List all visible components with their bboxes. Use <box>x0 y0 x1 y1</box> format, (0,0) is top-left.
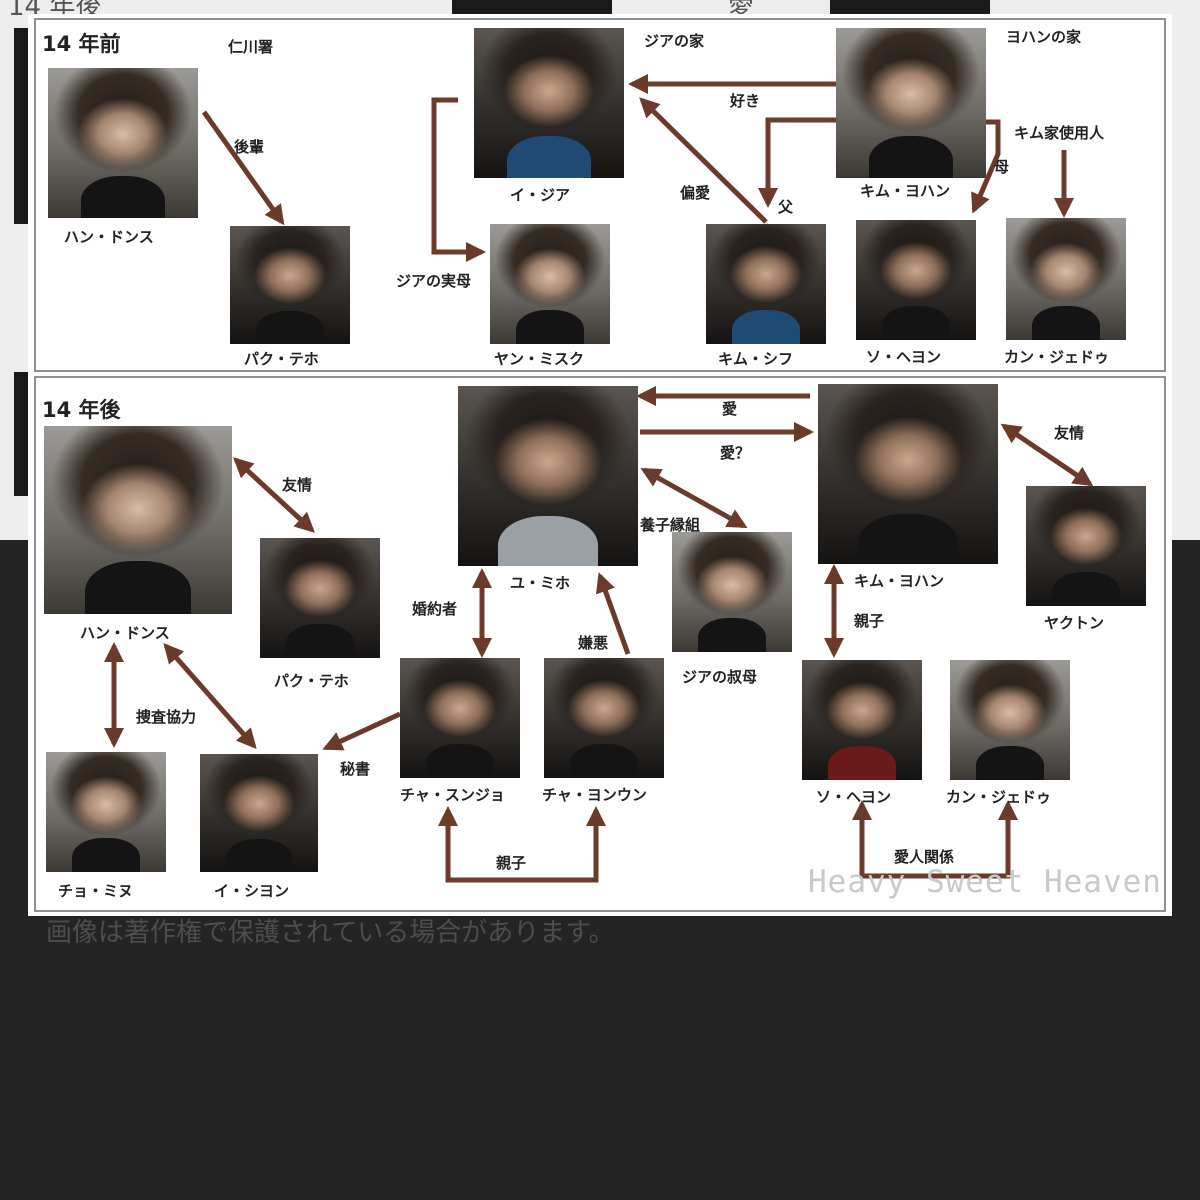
relationship-chart[interactable]: 14 年前 仁川署 ジアの家 ヨハンの家 ハン・ドンス パク・テホ イ・ジア ヤ… <box>28 14 1172 916</box>
name-han-donsu-after: ハン・ドンス <box>80 624 170 642</box>
background-thumbnail <box>830 0 990 14</box>
name-cha-yonun: チャ・ヨンウン <box>542 786 647 804</box>
heading-after: 14 年後 <box>42 398 121 422</box>
relation-mother: 母 <box>994 158 1010 176</box>
arrow-friendship-teho <box>233 457 315 533</box>
photo-so-hyeyon-after <box>802 660 922 780</box>
heading-before: 14 年前 <box>42 32 121 56</box>
arrow-biological-mother <box>431 97 486 262</box>
photo-han-donsu-after <box>44 426 232 614</box>
relation-investigation: 捜査協力 <box>136 708 197 726</box>
photo-kan-jedu-after <box>950 660 1070 780</box>
name-kim-yohan-adult: キム・ヨハン <box>854 572 945 590</box>
relation-dislike: 嫌悪 <box>578 634 609 652</box>
photo-yakuton <box>1026 486 1146 606</box>
name-yu-miho: ユ・ミホ <box>510 574 571 592</box>
group-jia-house: ジアの家 <box>644 32 705 50</box>
name-park-teho-after: パク・テホ <box>274 672 349 690</box>
photo-park-teho-after <box>260 538 380 658</box>
arrow-dislike <box>595 572 631 655</box>
name-park-teho-before: パク・テホ <box>244 350 319 368</box>
relation-junior: 後輩 <box>234 138 265 156</box>
arrow-adoption <box>640 467 748 529</box>
name-so-hyeyon-after: ソ・ヘヨン <box>816 788 892 806</box>
relation-servant: キム家使用人 <box>1014 124 1105 142</box>
background-thumbnail <box>14 28 30 224</box>
arrow-friendship-yakuton <box>1000 423 1094 487</box>
relation-father: 父 <box>778 198 794 216</box>
name-kan-jedu-after: カン・ジェドゥ <box>946 788 1052 806</box>
relation-favoritism: 偏愛 <box>680 184 711 202</box>
name-lee-jia: イ・ジア <box>510 186 571 204</box>
arrow-junior <box>201 110 285 226</box>
relation-parent-child-cha: 親子 <box>496 854 527 872</box>
group-police: 仁川署 <box>228 38 274 56</box>
photo-lee-shiyon <box>200 754 318 872</box>
photo-kim-yohan-young <box>836 28 986 178</box>
background-thumbnail <box>452 0 612 14</box>
photo-lee-jia <box>474 28 624 178</box>
arrow-secretary <box>322 711 402 751</box>
arrow-investigation-shiyon <box>163 642 257 750</box>
arrow-parent-child-cha <box>438 806 606 883</box>
photo-yang-misuku <box>490 224 610 344</box>
name-yang-misuku: ヤン・ミスク <box>494 350 585 368</box>
relation-biological-mother: ジアの実母 <box>396 272 472 290</box>
name-cha-sunjo: チャ・スンジョ <box>400 786 505 804</box>
relation-friendship-teho: 友情 <box>282 476 313 494</box>
photo-park-teho-before <box>230 226 350 344</box>
relation-likes: 好き <box>730 92 761 110</box>
relation-parent-child-yohan: 親子 <box>854 612 885 630</box>
group-yohan-house: ヨハンの家 <box>1006 28 1082 46</box>
arrow-favoritism <box>639 97 768 224</box>
photo-han-donsu-before <box>48 68 198 218</box>
relation-secretary: 秘書 <box>340 760 371 778</box>
relation-lovers: 愛人関係 <box>894 848 955 866</box>
photo-kan-jedu-before <box>1006 218 1126 340</box>
photo-so-hyeyon-before <box>856 220 976 340</box>
name-yakuton: ヤクトン <box>1044 614 1105 632</box>
name-kim-shifu: キム・シフ <box>718 350 794 368</box>
relation-arrows <box>104 74 1094 883</box>
photo-cha-sunjo <box>400 658 520 778</box>
photo-kim-shifu <box>706 224 826 344</box>
copyright-caption: 画像は著作権で保護されている場合があります。 <box>46 918 615 948</box>
background-thumbnail <box>14 372 30 496</box>
watermark: Heavy Sweet Heaven <box>808 864 1162 900</box>
name-kim-yohan-young: キム・ヨハン <box>860 182 951 200</box>
relation-love-question: 愛？ <box>720 444 751 462</box>
photo-yu-miho <box>458 386 638 566</box>
relation-fiance: 婚約者 <box>412 600 458 618</box>
arrow-lovers <box>852 800 1018 879</box>
photo-cho-minu <box>46 752 166 872</box>
name-so-hyeyon-before: ソ・ヘヨン <box>866 348 942 366</box>
name-han-donsu-before: ハン・ドンス <box>64 228 154 246</box>
name-lee-shiyon: イ・シヨン <box>214 882 290 900</box>
photo-kim-yohan-adult <box>818 384 998 564</box>
arrow-father <box>758 117 836 208</box>
relation-friendship-yakuton: 友情 <box>1054 424 1085 442</box>
name-cho-minu: チョ・ミヌ <box>58 882 134 900</box>
photo-jia-aunt <box>672 532 792 652</box>
name-kan-jedu-before: カン・ジェドゥ <box>1004 348 1110 366</box>
name-jia-aunt: ジアの叔母 <box>682 668 758 686</box>
photo-cha-yonun <box>544 658 664 778</box>
relation-love: 愛 <box>722 400 738 418</box>
arrow-mother <box>971 119 1001 214</box>
relation-adoption: 養子縁組 <box>640 516 701 534</box>
